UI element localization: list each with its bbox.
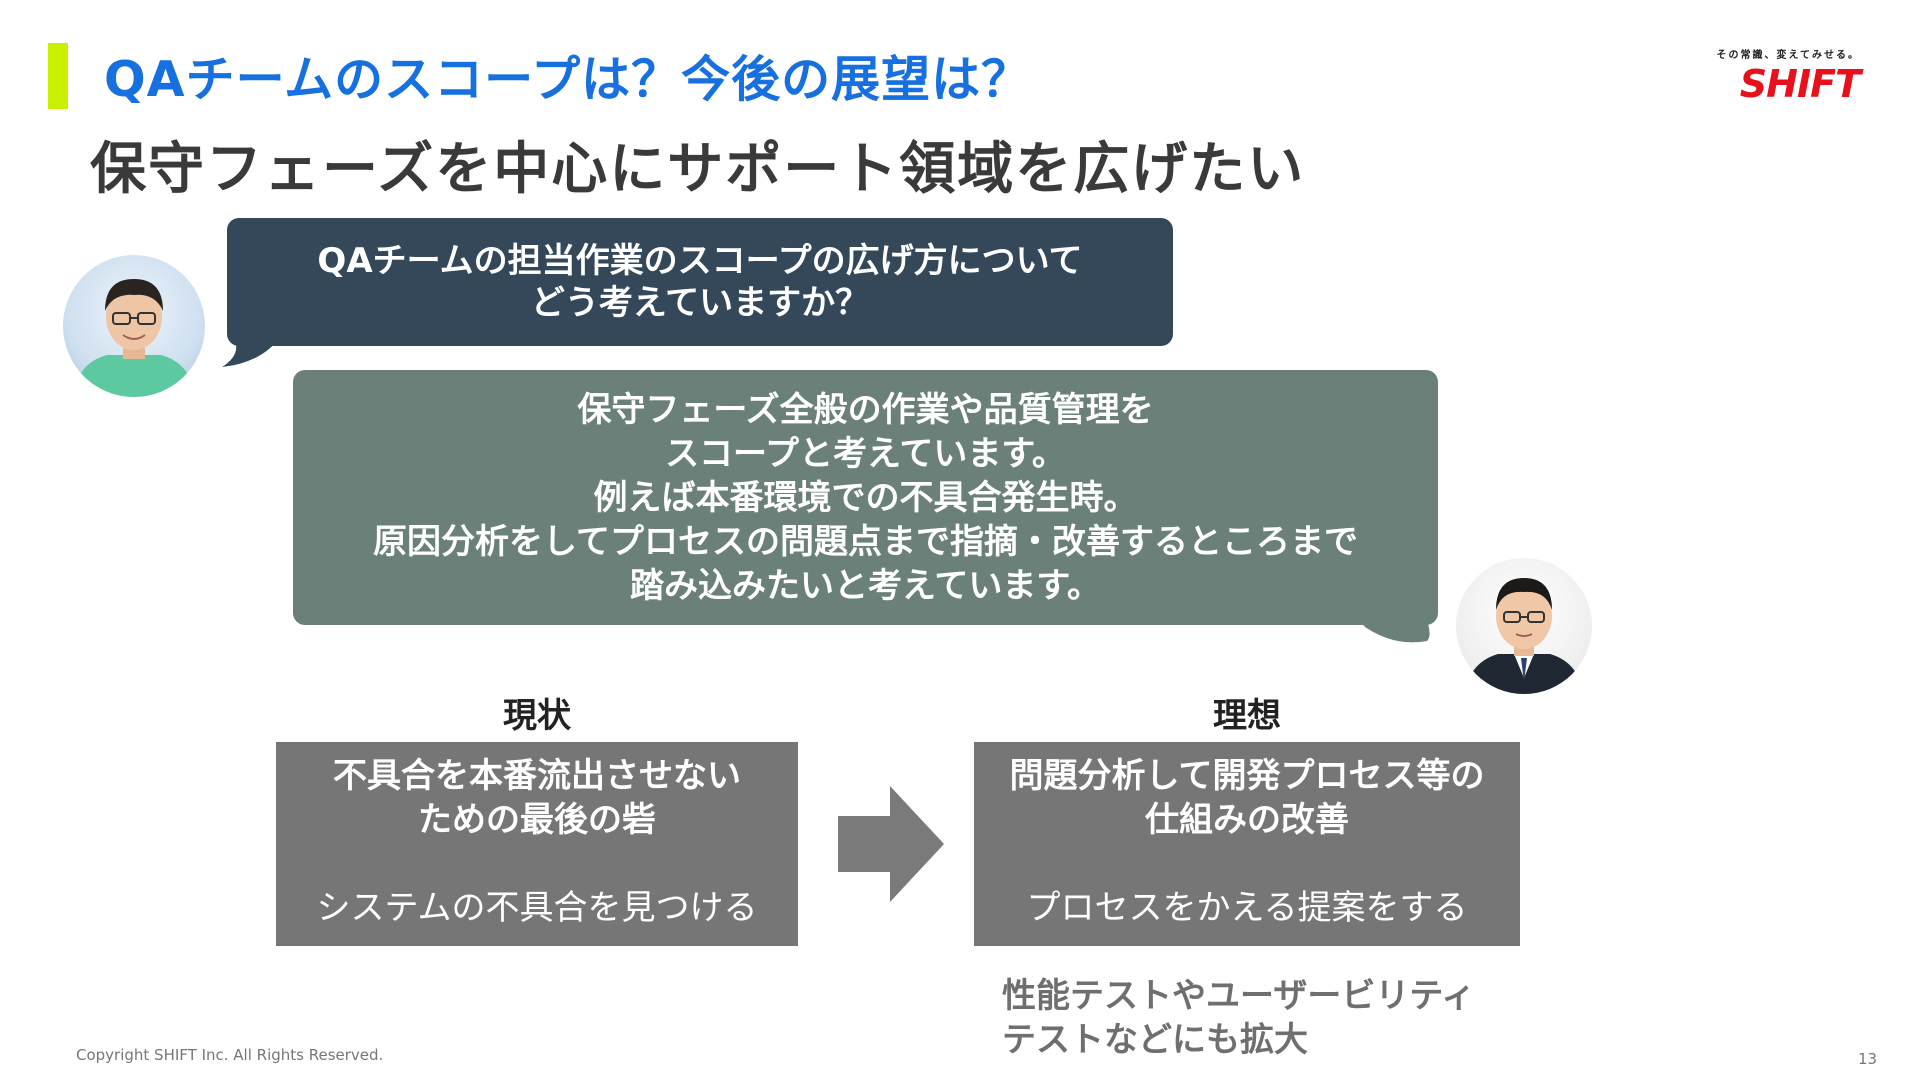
note-line-2: テストなどにも拡大 (1002, 1020, 1308, 1060)
interviewee-avatar (1456, 558, 1592, 694)
answer-line-5: 踏み込みたいと考えています。 (630, 565, 1101, 606)
current-state-sub: システムの不具合を見つける (316, 888, 758, 928)
answer-line-1: 保守フェーズ全般の作業や品質管理を (577, 389, 1154, 430)
note-line-1: 性能テストやユーザービリティ (1002, 976, 1476, 1016)
title-accent-bar (48, 43, 68, 109)
ideal-state-box: 問題分析して開発プロセス等の 仕組みの改善 プロセスをかえる提案をする (974, 742, 1520, 946)
answer-bubble: 保守フェーズ全般の作業や品質管理を スコープと考えています。 例えば本番環境での… (293, 370, 1438, 625)
answer-line-4: 原因分析をしてプロセスの問題点まで指摘・改善するところまで (373, 521, 1358, 562)
shift-logo: その常識、変えてみせる。 SHIFT (1700, 46, 1862, 106)
question-line-2: どう考えていますか？ (530, 283, 870, 323)
page-number: 13 (1858, 1050, 1878, 1068)
arrow-right-icon (838, 786, 944, 902)
expansion-note: 性能テストやユーザービリティ テストなどにも拡大 (1002, 974, 1475, 1062)
ideal-title-line-1: 問題分析して開発プロセス等の (1009, 756, 1485, 796)
answer-line-2: スコープと考えています。 (665, 433, 1066, 474)
page-subtitle: 保守フェーズを中心にサポート領域を広げたい (90, 137, 1306, 202)
logo-tagline: その常識、変えてみせる。 (1716, 50, 1860, 61)
interviewer-avatar (63, 255, 205, 397)
current-state-label: 現状 (503, 696, 571, 736)
ideal-title-line-2: 仕組みの改善 (1145, 800, 1349, 840)
ideal-state-sub: プロセスをかえる提案をする (1026, 888, 1468, 928)
ideal-state-label: 理想 (1213, 696, 1281, 736)
person-icon (73, 279, 195, 397)
page-title: QAチームのスコープは？今後の展望は？ (104, 51, 1032, 108)
person-icon (1464, 578, 1584, 694)
copyright-text: Copyright SHIFT Inc. All Rights Reserved… (76, 1046, 384, 1064)
logo-wordmark: SHIFT (1739, 62, 1861, 106)
answer-line-3: 例えば本番環境での不具合発生時。 (593, 477, 1138, 518)
question-bubble: QAチームの担当作業のスコープの広げ方について どう考えていますか？ (227, 218, 1173, 346)
current-title-line-2: ための最後の砦 (418, 800, 656, 840)
current-state-box: 不具合を本番流出させない ための最後の砦 システムの不具合を見つける (276, 742, 798, 946)
question-line-1: QAチームの担当作業のスコープの広げ方について (317, 241, 1083, 281)
current-title-line-1: 不具合を本番流出させない (333, 756, 741, 796)
